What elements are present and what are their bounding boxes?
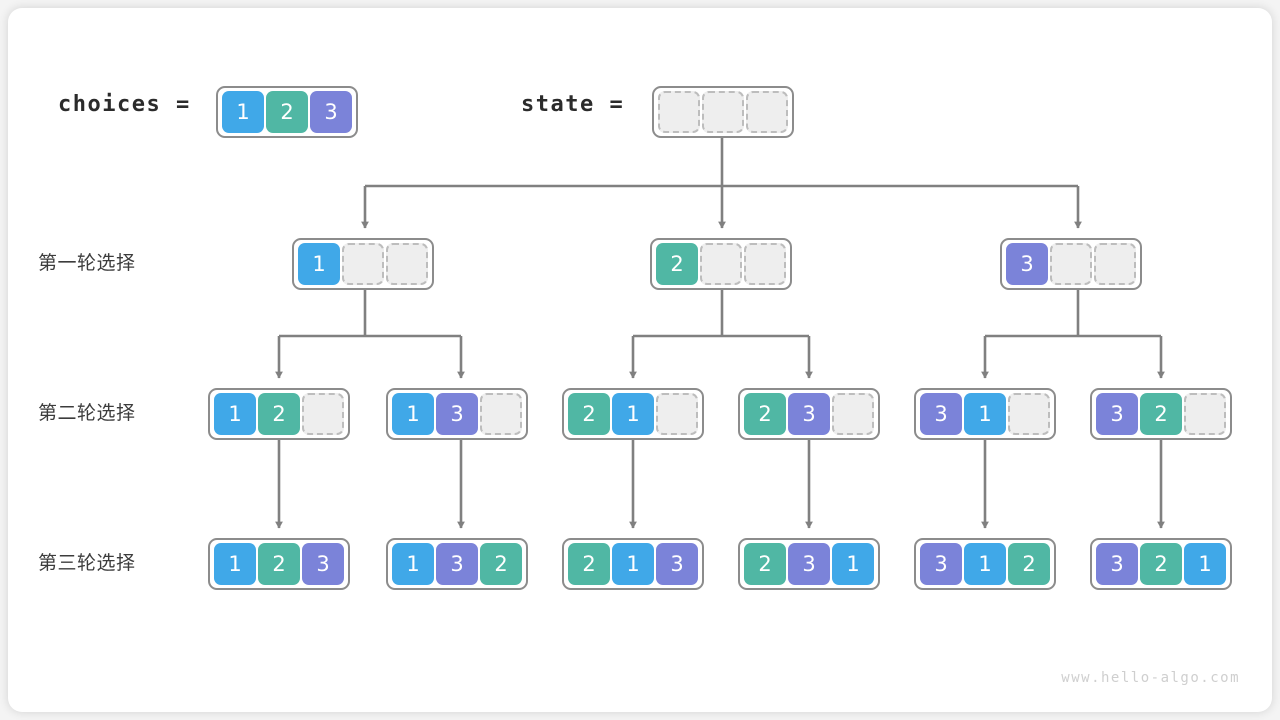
r2n5-cell-0: 3 — [920, 393, 962, 435]
state-node-r1-n3: 3 — [1000, 238, 1142, 290]
r2n3-cell-1: 1 — [612, 393, 654, 435]
r3n3-cell-2: 3 — [656, 543, 698, 585]
r1n1-cell-1 — [342, 243, 384, 285]
r3n5-cell-2: 2 — [1008, 543, 1050, 585]
state-cell-1 — [702, 91, 744, 133]
r1n1-cell-0: 1 — [298, 243, 340, 285]
r2n6-cell-2 — [1184, 393, 1226, 435]
r1n2-cell-2 — [744, 243, 786, 285]
r1n3-cell-0: 3 — [1006, 243, 1048, 285]
r2n3-cell-0: 2 — [568, 393, 610, 435]
choices-cell-2: 3 — [310, 91, 352, 133]
choices-cell-0: 1 — [222, 91, 264, 133]
r3n2-cell-2: 2 — [480, 543, 522, 585]
row-label-3: 第三轮选择 — [38, 552, 136, 574]
watermark: www.hello-algo.com — [1061, 670, 1240, 686]
row-label-1: 第一轮选择 — [38, 252, 136, 274]
r2n1-cell-0: 1 — [214, 393, 256, 435]
choices-label: choices = — [58, 92, 191, 117]
r2n4-cell-0: 2 — [744, 393, 786, 435]
r1n2-cell-1 — [700, 243, 742, 285]
r3n6-cell-2: 1 — [1184, 543, 1226, 585]
r3n6-cell-0: 3 — [1096, 543, 1138, 585]
r1n1-cell-2 — [386, 243, 428, 285]
choices-cell-1: 2 — [266, 91, 308, 133]
r3n1-cell-1: 2 — [258, 543, 300, 585]
r2n4-cell-2 — [832, 393, 874, 435]
row-label-2: 第二轮选择 — [38, 402, 136, 424]
state-node-r1-n2: 2 — [650, 238, 792, 290]
r3n5-cell-1: 1 — [964, 543, 1006, 585]
r3n4-cell-1: 3 — [788, 543, 830, 585]
r3n5-cell-0: 3 — [920, 543, 962, 585]
r2n3-cell-2 — [656, 393, 698, 435]
r3n1-cell-2: 3 — [302, 543, 344, 585]
r2n1-cell-2 — [302, 393, 344, 435]
r1n3-cell-2 — [1094, 243, 1136, 285]
r2n2-cell-1: 3 — [436, 393, 478, 435]
r3n1-cell-0: 1 — [214, 543, 256, 585]
r2n5-cell-2 — [1008, 393, 1050, 435]
state-label: state = — [521, 92, 625, 117]
r2n1-cell-1: 2 — [258, 393, 300, 435]
r1n3-cell-1 — [1050, 243, 1092, 285]
diagram-card — [8, 8, 1272, 712]
state-cell-2 — [746, 91, 788, 133]
r3n4-cell-2: 1 — [832, 543, 874, 585]
r3n2-cell-1: 3 — [436, 543, 478, 585]
r1n2-cell-0: 2 — [656, 243, 698, 285]
r3n3-cell-0: 2 — [568, 543, 610, 585]
state-array — [652, 86, 794, 138]
r3n3-cell-1: 1 — [612, 543, 654, 585]
r2n2-cell-0: 1 — [392, 393, 434, 435]
r2n4-cell-1: 3 — [788, 393, 830, 435]
r3n2-cell-0: 1 — [392, 543, 434, 585]
r2n6-cell-0: 3 — [1096, 393, 1138, 435]
state-node-r1-n1: 1 — [292, 238, 434, 290]
r3n6-cell-1: 2 — [1140, 543, 1182, 585]
r2n6-cell-1: 2 — [1140, 393, 1182, 435]
state-cell-0 — [658, 91, 700, 133]
r2n5-cell-1: 1 — [964, 393, 1006, 435]
r3n4-cell-0: 2 — [744, 543, 786, 585]
r2n2-cell-2 — [480, 393, 522, 435]
